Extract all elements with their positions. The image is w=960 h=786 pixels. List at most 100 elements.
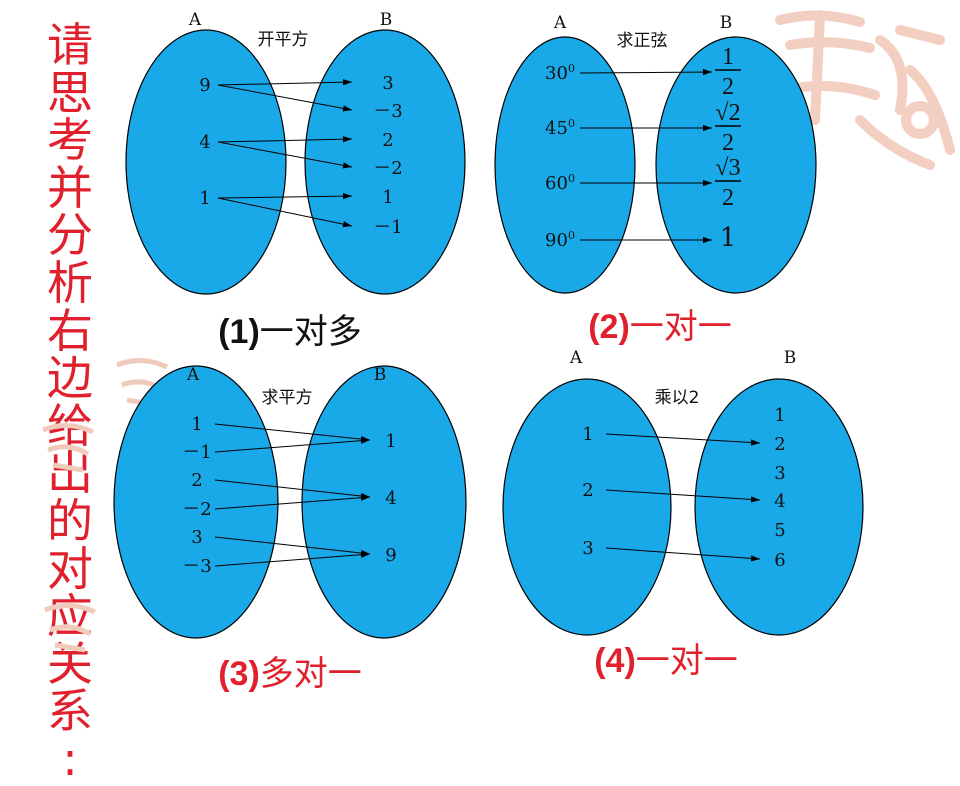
svg-text:√2: √2 [715, 100, 740, 126]
set-b-element: －1 [373, 217, 402, 238]
set-a-element: 300 [545, 62, 575, 84]
set-b-label: B [720, 13, 733, 33]
set-b-element: 3 [774, 463, 785, 484]
set-b-element: 4 [774, 491, 785, 512]
watermark-calligraphy-icon [42, 423, 95, 473]
mapping-arrow [214, 437, 371, 453]
mapping-arrow [605, 489, 761, 503]
side-title-char: 请 [47, 18, 93, 72]
set-a-element: 2 [191, 470, 202, 491]
set-a-element: 450 [545, 117, 575, 139]
set-b-label: B [374, 365, 387, 385]
side-title-char: : [62, 731, 78, 786]
set-b-element: 1 [720, 223, 737, 253]
mapping-arrow [214, 479, 371, 500]
side-title-char: 考 [47, 113, 93, 168]
set-b-element: 4 [385, 488, 396, 509]
set-b-element: －3 [373, 101, 402, 122]
set-b-element: 1 [774, 405, 785, 426]
set-a-label: A [569, 348, 583, 368]
set-a-element: 3 [582, 538, 593, 559]
set-b-element: √22 [715, 100, 741, 156]
set-a-element: 1 [582, 424, 593, 445]
side-title-char: 分 [47, 208, 93, 263]
svg-text:2: 2 [722, 74, 734, 100]
mapping-diagrams: A B 开平方 9 4 1 3 －3 2 －2 1 －1 (1)一对多 A B 求正弦 300 450 600 900… [113, 10, 864, 694]
set-a-element: 9 [199, 75, 210, 96]
side-title-char: 思 [47, 65, 93, 120]
mapping-arrow [214, 551, 371, 567]
mapping-rule-label: 求平方 [262, 388, 313, 408]
mapping-arrow [214, 536, 371, 557]
set-b-ellipse [655, 36, 817, 294]
side-title-char: 的 [47, 493, 93, 548]
set-a-element: 3 [191, 527, 202, 548]
set-a-ellipse [113, 365, 279, 639]
mapping-arrow [217, 192, 353, 200]
svg-text:√3: √3 [715, 155, 740, 181]
mapping-arrow [217, 79, 353, 86]
mapping-type-caption: (1)一对多 [218, 312, 362, 352]
mapping-arrow [217, 84, 353, 112]
svg-text:2: 2 [722, 130, 734, 156]
side-title-char: 出 [47, 446, 93, 501]
svg-text:2: 2 [722, 185, 734, 211]
set-b-element: 3 [382, 73, 393, 94]
set-b-element: 9 [385, 545, 396, 566]
set-b-element: 2 [774, 434, 785, 455]
set-a-element: －3 [182, 556, 211, 577]
side-title-char: 对 [47, 541, 93, 596]
set-a-ellipse [494, 36, 636, 294]
set-a-ellipse [502, 378, 672, 636]
svg-text:1: 1 [722, 44, 734, 70]
mapping-panel-4: A B 乘以2 1 2 3 1 2 3 4 5 6 (4)一对一 [502, 348, 864, 681]
set-a-element: 1 [199, 188, 210, 209]
watermark-calligraphy-icon [44, 603, 97, 653]
set-a-element: 4 [199, 132, 210, 153]
set-a-label: A [188, 10, 202, 30]
mapping-arrow [217, 141, 353, 169]
set-a-element: －2 [182, 499, 211, 520]
set-b-element: 2 [382, 130, 393, 151]
mapping-type-caption: (3)多对一 [218, 654, 362, 694]
set-b-label: B [784, 348, 797, 368]
mapping-arrow [214, 494, 371, 510]
mapping-arrow [605, 433, 761, 446]
mapping-arrow [217, 136, 353, 143]
set-b-ellipse [301, 365, 467, 639]
set-a-element: 600 [545, 172, 575, 194]
set-a-element: 2 [582, 480, 593, 501]
watermark-seal-left-2 [38, 420, 98, 475]
set-a-element: 1 [191, 414, 202, 435]
side-title-char: 边 [47, 351, 93, 406]
mapping-type-caption: (2)一对一 [588, 307, 732, 347]
set-b-ellipse [304, 29, 466, 295]
mapping-type-caption: (4)一对一 [594, 641, 738, 681]
set-a-element: 900 [545, 229, 575, 251]
side-title-char: 析 [47, 255, 93, 310]
mapping-rule-label: 乘以2 [655, 388, 700, 408]
set-b-element: √32 [715, 155, 741, 211]
side-title-char: 右 [47, 303, 93, 358]
mapping-arrow [605, 547, 761, 562]
watermark-seal-left-3 [40, 600, 100, 655]
set-b-element: 1 [382, 187, 393, 208]
side-title-char: 并 [47, 160, 93, 215]
set-b-element: －2 [373, 158, 402, 179]
mapping-arrow [217, 197, 353, 228]
set-a-element: －1 [182, 442, 211, 463]
mapping-panel-1: A B 开平方 9 4 1 3 －3 2 －2 1 －1 (1)一对多 [125, 10, 466, 352]
mapping-arrow [579, 68, 713, 76]
set-b-label: B [380, 10, 393, 30]
set-b-element: 6 [774, 550, 785, 571]
mapping-rule-label: 求正弦 [617, 31, 668, 51]
set-a-label: A [553, 13, 567, 33]
mapping-rule-label: 开平方 [258, 30, 309, 50]
set-a-label: A [186, 365, 200, 385]
set-b-ellipse [694, 378, 864, 636]
set-b-element: 12 [715, 44, 741, 100]
set-a-ellipse [125, 29, 287, 295]
set-b-element: 5 [774, 520, 785, 541]
